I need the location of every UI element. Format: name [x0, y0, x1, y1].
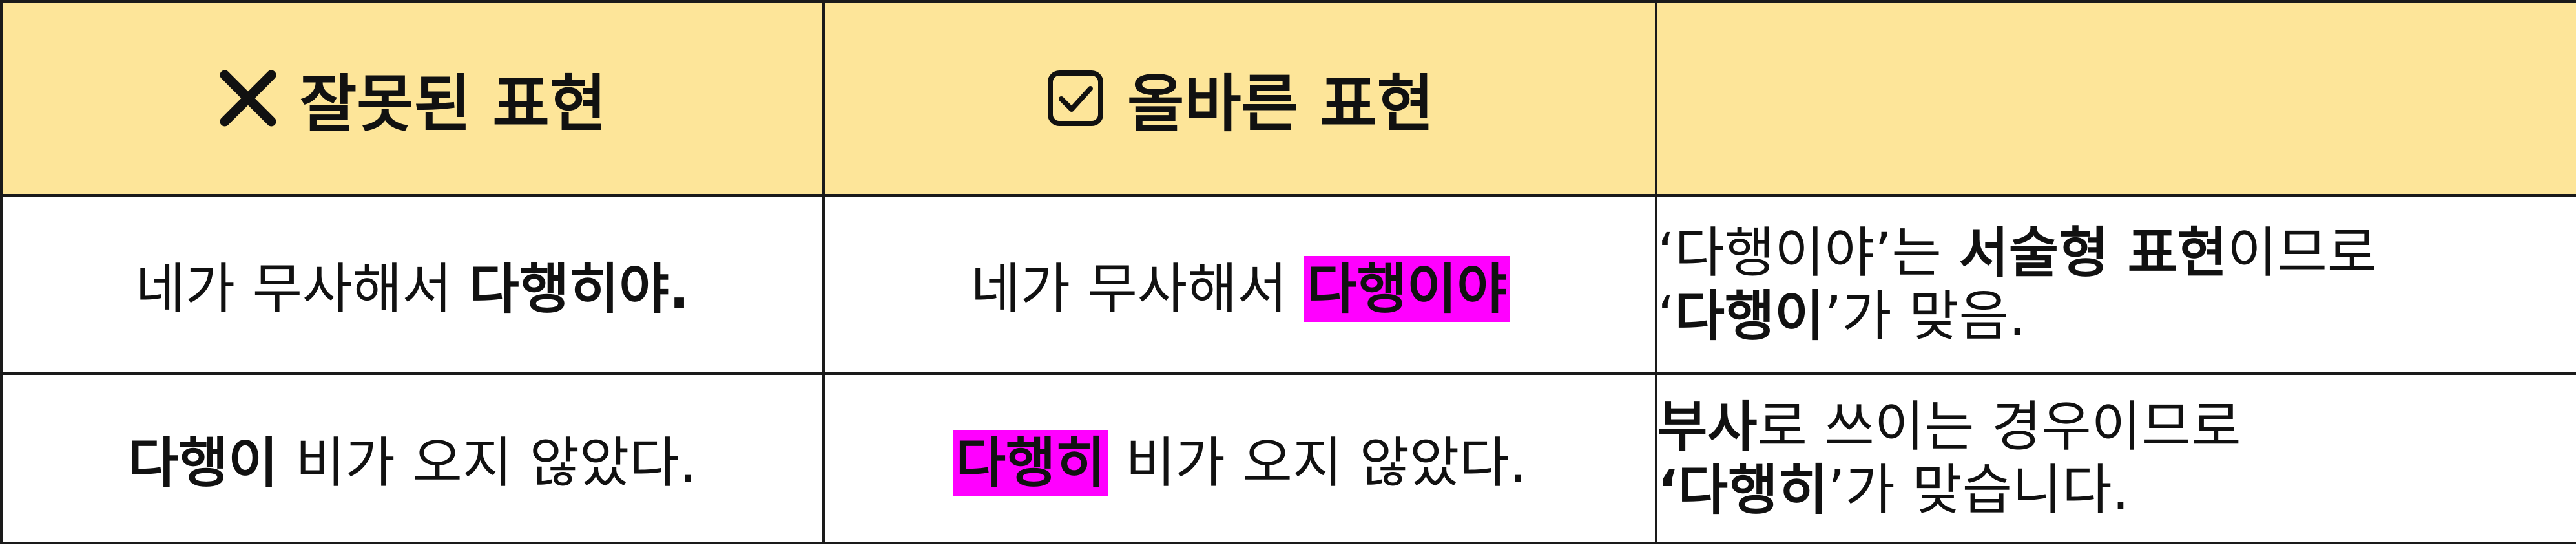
- right-example-highlight: 다행이야: [1304, 255, 1510, 322]
- explanation-cell: 부사로 쓰이는 경우이므로 ‘다행히’가 맞습니다.: [1655, 372, 2576, 544]
- explanation-text: ‘다행이야’는: [1657, 220, 1959, 284]
- wrong-example-cell: 다행이 비가 오지 않았다.: [0, 372, 825, 544]
- explanation-bold: 부사: [1657, 394, 1758, 458]
- header-explanation-cell: [1655, 0, 2576, 197]
- explanation-text: 이므로: [2227, 220, 2378, 284]
- header-wrong-label: 잘못된 표현: [299, 67, 607, 140]
- right-example-highlight: 다행히: [953, 429, 1108, 496]
- right-example-text: 네가 무사해서: [970, 257, 1305, 321]
- wrong-example-bold: 다행히야.: [469, 257, 690, 321]
- explanation-bold: 서술형 표현: [1958, 220, 2228, 284]
- wrong-example-text: 네가 무사해서: [135, 257, 470, 321]
- explanation-text: ’가 맞습니다.: [1827, 458, 2130, 522]
- right-example-cell: 네가 무사해서 다행이야: [822, 194, 1657, 375]
- header-row: 잘못된 표현 올바른 표현: [0, 0, 2576, 197]
- wrong-example-text: 비가 오지 않았다.: [278, 431, 697, 495]
- explanation-text: ’가 맞음.: [1824, 284, 2026, 348]
- table-row: 네가 무사해서 다행히야. 네가 무사해서 다행이야 ‘다행이야’는 서술형 표…: [0, 194, 2576, 375]
- right-example-text: 비가 오지 않았다.: [1108, 431, 1527, 495]
- explanation-text: 로 쓰이는 경우이므로: [1757, 394, 2241, 458]
- right-example-cell: 다행히 비가 오지 않았다.: [822, 372, 1657, 544]
- header-right-cell: 올바른 표현: [822, 0, 1657, 197]
- header-wrong-cell: 잘못된 표현: [0, 0, 825, 197]
- explanation-bold: 다행이: [1674, 284, 1825, 348]
- cross-icon: [218, 69, 278, 128]
- check-box-icon: [1046, 69, 1105, 128]
- table-row: 다행이 비가 오지 않았다. 다행히 비가 오지 않았다. 부사로 쓰이는 경우…: [0, 372, 2576, 544]
- wrong-example-cell: 네가 무사해서 다행히야.: [0, 194, 825, 375]
- explanation-cell: ‘다행이야’는 서술형 표현이므로 ‘다행이’가 맞음.: [1655, 194, 2576, 375]
- explanation-text: ‘: [1657, 284, 1675, 348]
- wrong-example-bold: 다행이: [128, 431, 278, 495]
- explanation-bold: ‘다행히: [1657, 458, 1828, 522]
- header-right-label: 올바른 표현: [1127, 67, 1435, 140]
